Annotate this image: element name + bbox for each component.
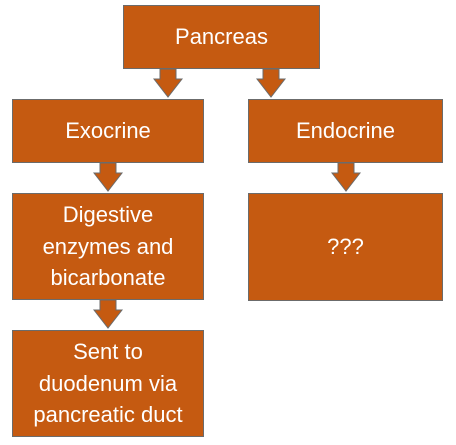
arrow-exocrine-to-digestive (92, 162, 124, 192)
node-digestive-enzymes: Digestive enzymes and bicarbonate (12, 193, 204, 300)
node-unknown-label: ??? (327, 234, 364, 260)
arrow-endocrine-to-unknown (330, 162, 362, 192)
node-pancreas-label: Pancreas (175, 24, 268, 50)
arrow-pancreas-to-exocrine (152, 68, 184, 98)
node-digestive-enzymes-label: Digestive enzymes and bicarbonate (42, 201, 174, 291)
node-unknown: ??? (248, 193, 443, 301)
arrow-pancreas-to-endocrine (255, 68, 287, 98)
node-exocrine-label: Exocrine (65, 118, 151, 144)
arrow-digestive-to-duodenum (92, 299, 124, 329)
node-exocrine: Exocrine (12, 99, 204, 163)
node-endocrine: Endocrine (248, 99, 443, 163)
node-endocrine-label: Endocrine (295, 118, 396, 144)
node-duodenum: Sent to duodenum via pancreatic duct (12, 330, 204, 437)
node-duodenum-label: Sent to duodenum via pancreatic duct (33, 338, 183, 428)
node-pancreas: Pancreas (123, 5, 320, 69)
